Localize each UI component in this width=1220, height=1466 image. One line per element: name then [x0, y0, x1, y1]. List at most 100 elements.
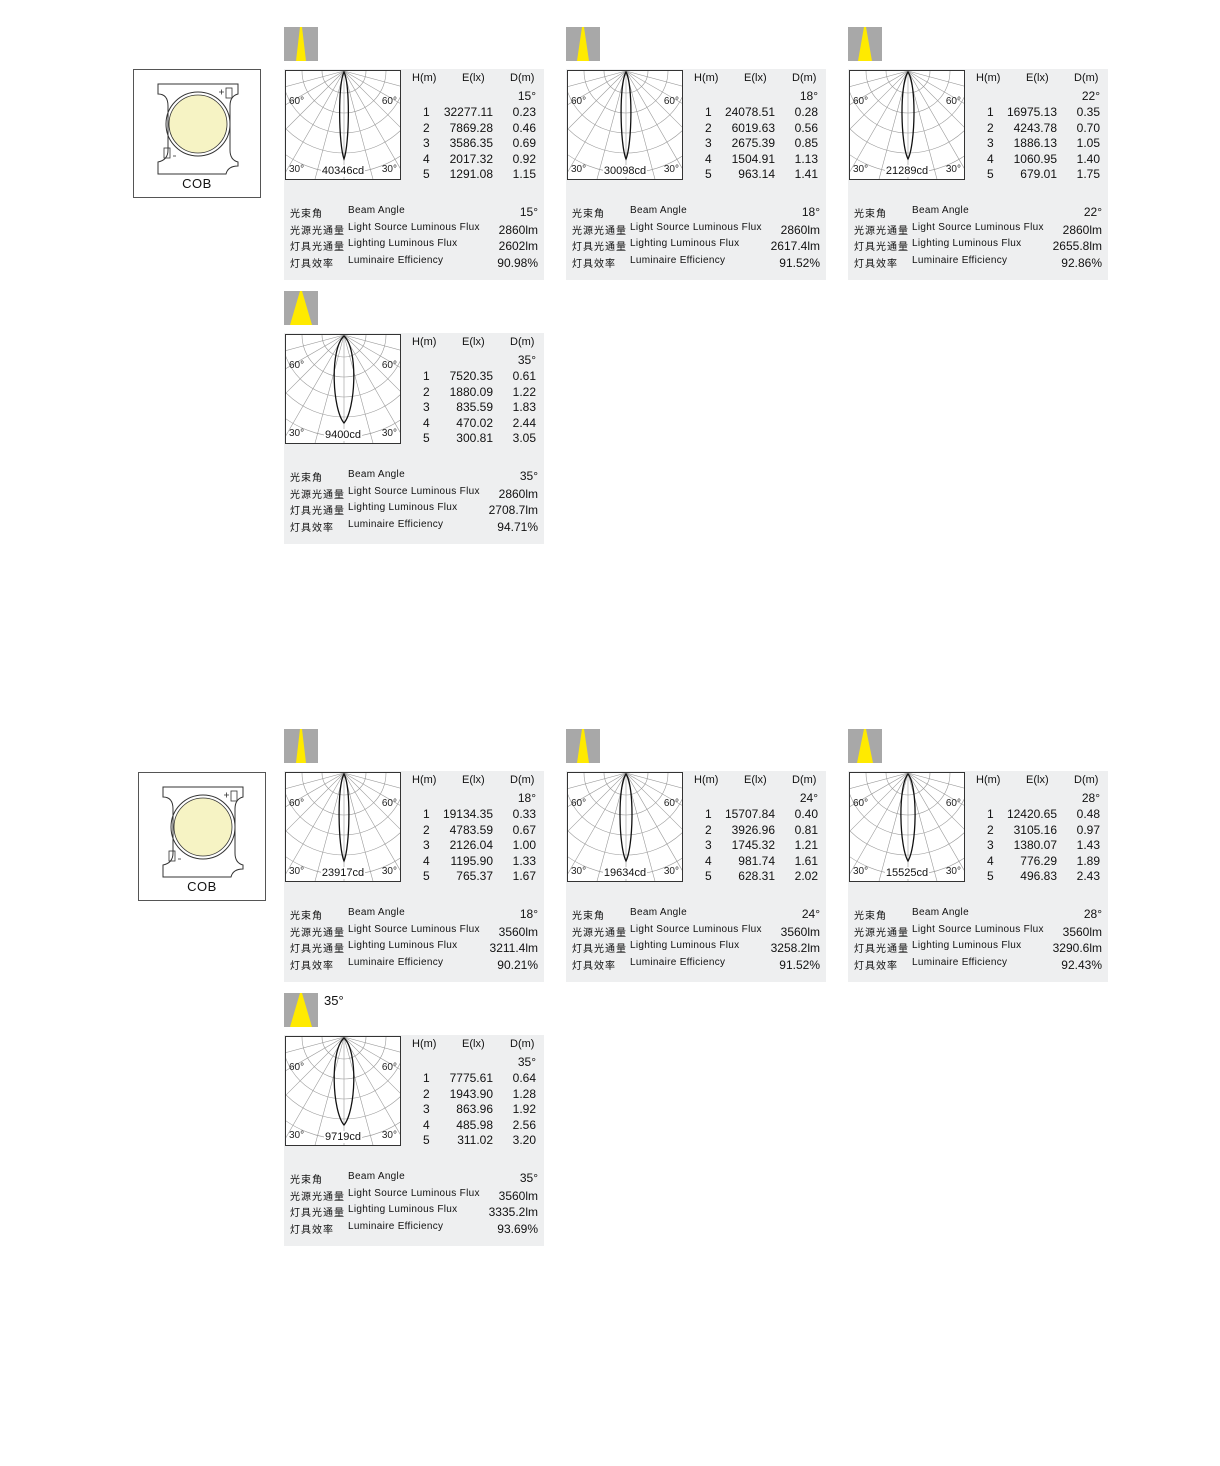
angle-label-30-right: 30° [945, 866, 961, 877]
polar-grid-ray [343, 71, 400, 128]
col-header-illuminance: E(lx) [462, 1038, 485, 1050]
col-header-diameter: D(m) [792, 774, 817, 786]
polar-grid-ray [286, 1037, 345, 1139]
table-row-height: 4 [705, 151, 712, 166]
table-row-height: 1 [423, 1071, 430, 1085]
col-header-height: H(m) [976, 72, 1001, 84]
spec-label-cn: 光束角 [572, 209, 605, 220]
table-row-illuminance: 776.29 [1020, 853, 1057, 868]
table-row-height: 1 [705, 105, 712, 119]
col-header-diameter: D(m) [1074, 72, 1099, 84]
polar-grid-ray [907, 71, 938, 179]
angle-label-30-left: 30° [571, 164, 587, 175]
polar-intensity-diagram: 60°60°30°30°30098cd [567, 70, 683, 180]
spec-label-cn: 光束角 [290, 911, 323, 922]
table-row-height: 1 [423, 105, 430, 119]
polar-grid-ray [286, 773, 345, 832]
table-row-diameter: 2.02 [794, 869, 818, 883]
spec-value-efficiency: 93.69% [497, 1222, 538, 1237]
intensity-lobe [901, 71, 915, 161]
table-row-diameter: 1.41 [794, 167, 818, 181]
polar-grid-ray [625, 71, 682, 169]
polar-grid-ray [286, 1037, 345, 1053]
angle-label-30-right: 30° [945, 164, 961, 175]
angle-label-30-right: 30° [381, 866, 397, 877]
angle-label-60-left: 60° [289, 798, 305, 809]
spec-label-en: Lighting Luminous Flux [630, 940, 740, 952]
angle-label-60-left: 60° [289, 1062, 305, 1073]
intensity-lobe [333, 1037, 355, 1127]
col-header-illuminance: E(lx) [1026, 72, 1049, 84]
polar-grid-ray [286, 335, 345, 437]
spec-label-en: Luminaire Efficiency [912, 255, 1008, 267]
polar-grid-ray [343, 335, 400, 433]
table-beam-degree: 35° [517, 1055, 536, 1069]
table-row-height: 3 [987, 136, 994, 150]
table-row-diameter: 0.64 [512, 1071, 536, 1085]
table-row-illuminance: 1195.90 [450, 853, 494, 868]
table-row-diameter: 1.40 [1076, 151, 1100, 166]
table-row-height: 4 [987, 151, 994, 166]
table-row-diameter: 0.81 [794, 822, 818, 837]
peak-intensity-value: 9400cd [323, 429, 363, 441]
spec-value-efficiency: 92.43% [1061, 958, 1102, 973]
spec-label-cn: 灯具效率 [290, 961, 334, 973]
spec-label-en: Beam Angle [912, 907, 969, 918]
spec-label-cn: 灯具光通量 [854, 944, 909, 956]
polar-grid-ray [343, 773, 400, 806]
polar-grid-ray [907, 773, 964, 789]
spec-label-en: Light Source Luminous Flux [348, 485, 480, 497]
table-row-illuminance: 6019.63 [731, 120, 775, 135]
angle-label-30-right: 30° [381, 1130, 397, 1141]
cob-led-icon [162, 786, 244, 878]
polar-grid-ray [850, 71, 909, 130]
spec-label-en: Light Source Luminous Flux [630, 221, 762, 233]
table-row-illuminance: 12420.65 [1006, 807, 1057, 821]
spec-label-cn: 光源光通量 [854, 225, 909, 237]
intensity-lobe [619, 773, 633, 863]
peak-intensity: 15525cd [850, 867, 964, 879]
polar-grid-ray [596, 773, 627, 881]
table-row-height: 4 [423, 151, 430, 166]
spec-label-en: Beam Angle [348, 907, 405, 918]
spec-label-en: Lighting Luminous Flux [630, 238, 740, 250]
table-row-height: 1 [987, 807, 994, 821]
spec-value-source-flux: 2860lm [1062, 222, 1102, 237]
polar-grid-ray [625, 773, 682, 871]
table-row-diameter: 1.83 [512, 400, 536, 414]
col-header-diameter: D(m) [510, 336, 535, 348]
polar-grid-ray [343, 335, 374, 443]
table-row-height: 5 [987, 869, 994, 883]
beam-cone-icon [284, 993, 318, 1027]
table-row-illuminance: 863.96 [456, 1102, 493, 1116]
spec-label-cn: 光源光通量 [854, 927, 909, 939]
spec-value-efficiency: 90.21% [497, 958, 538, 973]
polar-grid-ray [343, 1037, 400, 1070]
table-row-height: 1 [705, 807, 712, 821]
cob-chip-illustration: COB [138, 772, 266, 901]
spec-value-lighting-flux: 2708.7lm [488, 503, 538, 518]
table-row-illuminance: 1380.07 [1013, 838, 1057, 852]
spec-label-en: Luminaire Efficiency [912, 957, 1008, 969]
table-row-illuminance: 3926.96 [731, 822, 775, 837]
table-row-illuminance: 981.74 [738, 853, 775, 868]
table-row-illuminance: 16975.13 [1006, 105, 1057, 119]
polar-grid-ray [878, 71, 909, 179]
spec-value-source-flux: 2860lm [498, 486, 538, 501]
spec-label-cn: 光源光通量 [572, 225, 627, 237]
polar-intensity-diagram: 60°60°30°30°21289cd [849, 70, 965, 180]
table-row-height: 4 [423, 1117, 430, 1132]
table-row-illuminance: 7520.35 [449, 369, 493, 383]
polar-intensity-diagram: 60°60°30°30°23917cd [285, 772, 401, 882]
polar-grid-ray [314, 773, 345, 881]
spec-value-lighting-flux: 2617.4lm [770, 239, 820, 254]
polar-intensity-diagram: 60°60°30°30°40346cd [285, 70, 401, 180]
